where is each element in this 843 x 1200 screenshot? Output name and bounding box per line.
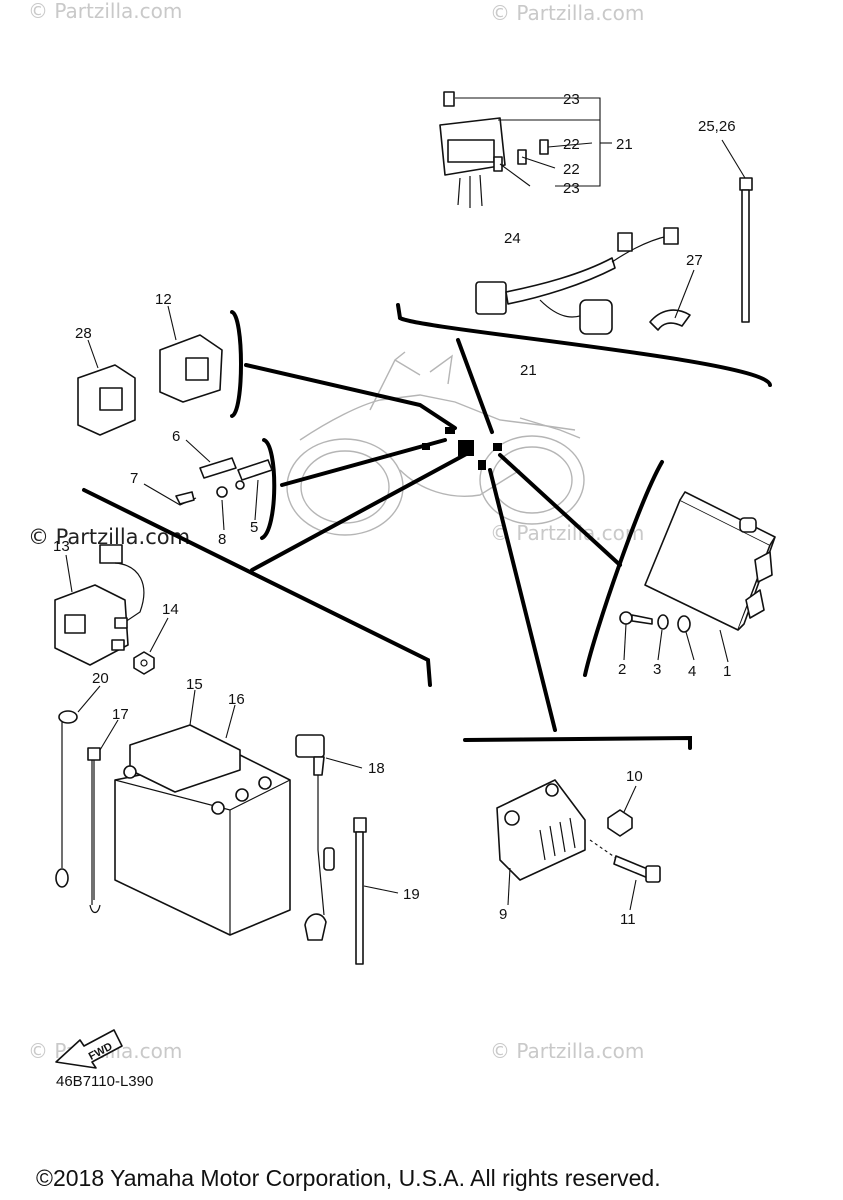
callout-14: 14 — [162, 601, 179, 618]
callout-19: 19 — [403, 886, 420, 903]
callout-16: 16 — [228, 691, 245, 708]
copyright-footer: ©2018 Yamaha Motor Corporation, U.S.A. A… — [36, 1165, 661, 1191]
callout-labels: 23 21 22 22 23 25,26 24 27 12 28 21 6 7 … — [53, 91, 736, 928]
ground-lead — [55, 710, 78, 888]
callout-9: 9 — [499, 906, 507, 923]
callout-3: 3 — [653, 661, 661, 678]
leader-17 — [99, 719, 119, 751]
diagram-code: 46B7110-L390 — [56, 1073, 153, 1090]
leader-3 — [657, 629, 663, 661]
nut — [133, 651, 155, 675]
leader-20 — [77, 685, 101, 713]
callout-4: 4 — [688, 663, 696, 680]
watermark-mid-right: © Partzilla.com — [490, 521, 644, 545]
watermark-top-right: © Partzilla.com — [490, 1, 644, 25]
leader-13 — [65, 554, 73, 593]
leader-27 — [674, 269, 695, 319]
screw-washers — [619, 611, 691, 633]
leader-19 — [363, 885, 399, 894]
callout-23-bottom: 23 — [563, 180, 580, 197]
callout-17: 17 — [112, 706, 129, 723]
relay-12 — [159, 334, 223, 403]
cable-tie-upper — [739, 177, 753, 323]
leader-10 — [623, 785, 637, 813]
rectifier-regulator — [496, 779, 586, 881]
starter-relay — [54, 544, 145, 666]
battery — [114, 724, 291, 936]
callout-28: 28 — [75, 325, 92, 342]
watermark-top-left: © Partzilla.com — [28, 0, 182, 23]
callout-20: 20 — [92, 670, 109, 687]
bolt-11 — [589, 839, 661, 883]
connectors-5-6-8 — [199, 457, 273, 498]
leader-11 — [629, 879, 637, 911]
leader-2 — [623, 623, 627, 661]
fuse-box-assembly — [439, 91, 549, 208]
watermark-bottom-right: © Partzilla.com — [490, 1039, 644, 1063]
leader-15 — [189, 689, 196, 726]
leader-14 — [149, 617, 169, 653]
sensor-lead — [295, 734, 335, 941]
callout-25-26: 25,26 — [698, 118, 736, 135]
leader-6 — [185, 439, 211, 463]
fuse-box-leader-lines — [455, 97, 612, 187]
callout-12: 12 — [155, 291, 172, 308]
leader-4 — [685, 631, 695, 661]
wire-harness — [475, 227, 679, 335]
callout-22-lower: 22 — [563, 161, 580, 178]
clip — [649, 309, 691, 331]
relay-28 — [77, 364, 136, 436]
callout-2: 2 — [618, 661, 626, 678]
callout-10: 10 — [626, 768, 643, 785]
callout-22-upper: 22 — [563, 136, 580, 153]
callout-23-top: 23 — [563, 91, 580, 108]
lead-wire-7 — [143, 483, 197, 506]
battery-cable-17 — [87, 747, 101, 914]
callout-15: 15 — [186, 676, 203, 693]
callout-8: 8 — [218, 531, 226, 548]
callout-21-center: 21 — [520, 362, 537, 379]
leader-28 — [87, 339, 99, 369]
leader-5 — [254, 479, 259, 521]
callout-24: 24 — [504, 230, 521, 247]
control-unit — [644, 491, 776, 631]
callout-27: 27 — [686, 252, 703, 269]
leader-16 — [225, 704, 236, 739]
leader-1 — [719, 629, 729, 663]
callout-5: 5 — [250, 519, 258, 536]
group-leader-lines — [82, 303, 772, 750]
callout-21-top: 21 — [616, 136, 633, 153]
center-components — [422, 427, 502, 470]
callout-11: 11 — [620, 911, 636, 928]
leader-25-26 — [721, 139, 746, 179]
bolt-10 — [607, 809, 633, 837]
callout-1: 1 — [723, 663, 731, 680]
cable-tie-lower — [353, 817, 367, 965]
callout-18: 18 — [368, 760, 385, 777]
leader-18 — [325, 757, 363, 769]
leader-8 — [221, 499, 225, 531]
leader-9 — [507, 867, 511, 906]
callout-6: 6 — [172, 428, 180, 445]
callout-13: 13 — [53, 538, 70, 555]
leader-12 — [167, 305, 177, 341]
callout-7: 7 — [130, 470, 138, 487]
